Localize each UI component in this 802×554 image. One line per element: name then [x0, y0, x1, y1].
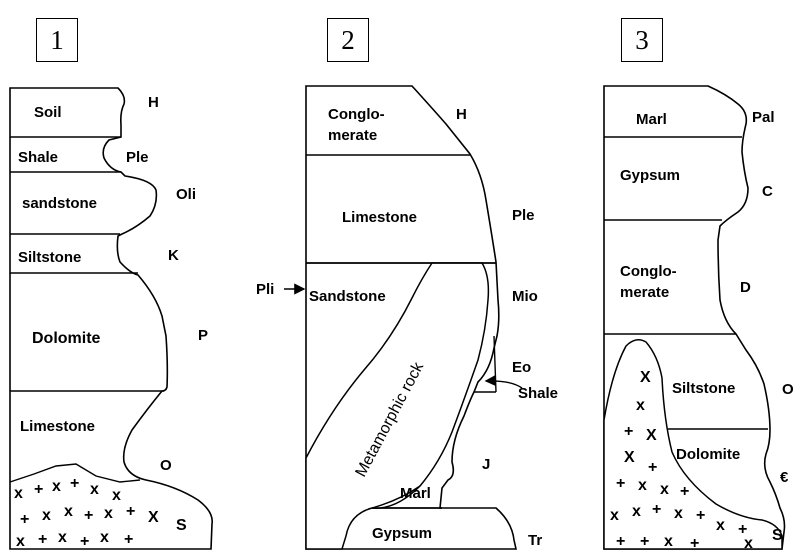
column-2-layer-marl: Marl: [400, 485, 431, 502]
svg-text:X: X: [640, 369, 651, 386]
svg-text:+: +: [126, 503, 135, 520]
svg-text:+: +: [616, 533, 625, 550]
svg-text:+: +: [690, 535, 699, 552]
svg-text:+: +: [70, 475, 79, 492]
column-2-layer-limestone: Limestone: [342, 209, 417, 226]
svg-text:x: x: [16, 533, 25, 550]
svg-text:x: x: [64, 503, 73, 520]
svg-text:x: x: [104, 505, 113, 522]
column-2-age-h: H: [456, 106, 467, 123]
svg-text:+: +: [696, 507, 705, 524]
svg-text:+: +: [84, 507, 93, 524]
column-1-layer-dolomite: Dolomite: [32, 330, 101, 347]
svg-text:X: X: [646, 427, 657, 444]
svg-text:x: x: [636, 397, 645, 414]
column-2-age-eo: Eo: [512, 359, 531, 376]
svg-text:x: x: [14, 485, 23, 502]
column-3-layer-siltstone: Siltstone: [672, 380, 735, 397]
column-2-layer-sandstone: Sandstone: [309, 288, 386, 305]
svg-text:+: +: [38, 531, 47, 548]
shale-arrow: [486, 381, 522, 388]
column-2-age-j: J: [482, 456, 490, 473]
svg-text:x: x: [664, 533, 673, 550]
column-3-age-o: O: [782, 381, 794, 398]
column-3-age-s: S: [772, 527, 783, 544]
svg-text:+: +: [640, 533, 649, 550]
svg-text:+: +: [80, 533, 89, 550]
column-2-age-ple: Ple: [512, 207, 535, 224]
svg-text:+: +: [616, 475, 625, 492]
column-3: X x + X X + + x x + x x + x + x + + + x: [604, 86, 794, 552]
column-2-layer-conglomerate-line1: Conglo-: [328, 106, 385, 123]
column-1-layer-limestone: Limestone: [20, 418, 95, 435]
column-2-layer-conglomerate-line2: merate: [328, 127, 377, 144]
svg-text:X: X: [148, 509, 159, 526]
column-2: Conglo- merate H Limestone Ple Sandstone…: [256, 86, 558, 549]
column-3-age-d: D: [740, 279, 751, 296]
column-1-age-o: O: [160, 457, 172, 474]
svg-text:x: x: [42, 507, 51, 524]
column-1-age-oli: Oli: [176, 186, 196, 203]
svg-text:x: x: [716, 517, 725, 534]
svg-text:x: x: [674, 505, 683, 522]
column-3-layer-marl: Marl: [636, 111, 667, 128]
column-1-age-p: P: [198, 327, 208, 344]
column-1-age-ple: Ple: [126, 149, 149, 166]
svg-text:x: x: [90, 481, 99, 498]
column-2-age-tr: Tr: [528, 532, 542, 549]
column-3-age-euro: €: [780, 469, 789, 486]
svg-text:x: x: [100, 529, 109, 546]
svg-text:+: +: [652, 501, 661, 518]
column-1-age-k: K: [168, 247, 179, 264]
column-1-layer-sandstone: sandstone: [22, 195, 97, 212]
svg-text:+: +: [20, 511, 29, 528]
column-3-layer-gypsum: Gypsum: [620, 167, 680, 184]
column-2-pointer-label-pli: Pli: [256, 281, 274, 298]
svg-text:+: +: [648, 459, 657, 476]
svg-text:+: +: [34, 481, 43, 498]
column-1-age-s: S: [176, 517, 187, 534]
column-1-layer-shale: Shale: [18, 149, 58, 166]
svg-text:x: x: [744, 535, 753, 552]
svg-text:x: x: [638, 477, 647, 494]
svg-text:x: x: [52, 478, 61, 495]
column-2-layer-gypsum: Gypsum: [372, 525, 432, 542]
svg-text:x: x: [112, 487, 121, 504]
svg-text:+: +: [624, 423, 633, 440]
column-1-layer-soil: Soil: [34, 104, 62, 121]
svg-text:x: x: [58, 529, 67, 546]
column-1-layer-siltstone: Siltstone: [18, 249, 81, 266]
column-2-layer-shale: Shale: [518, 385, 558, 402]
svg-text:X: X: [624, 449, 635, 466]
column-3-age-pal: Pal: [752, 109, 775, 126]
column-3-layer-dolomite: Dolomite: [676, 446, 740, 463]
svg-text:+: +: [680, 483, 689, 500]
column-3-layer-conglomerate-line2: merate: [620, 284, 669, 301]
column-3-layer-conglomerate-line1: Conglo-: [620, 263, 677, 280]
column-1: x + x + x x + x x + x + X x + x + x + So…: [10, 88, 212, 550]
svg-text:x: x: [632, 503, 641, 520]
column-1-age-h: H: [148, 94, 159, 111]
column-2-age-mio: Mio: [512, 288, 538, 305]
svg-text:+: +: [124, 531, 133, 548]
svg-text:x: x: [610, 507, 619, 524]
column-3-age-c: C: [762, 183, 773, 200]
svg-text:x: x: [660, 481, 669, 498]
